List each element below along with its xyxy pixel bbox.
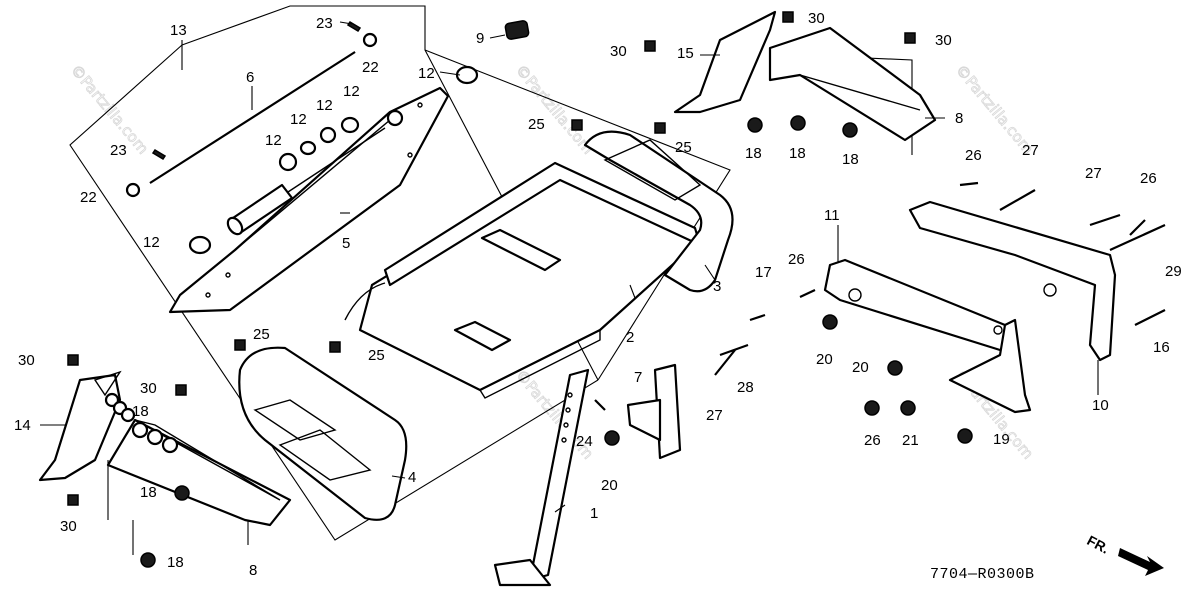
callout-label: 18 <box>842 151 859 168</box>
part-8-bottom-bracket <box>106 418 292 527</box>
nuts-18-top <box>747 115 858 138</box>
part-1-stand <box>493 368 590 587</box>
callout-label: 25 <box>675 139 692 156</box>
part-11-frame <box>823 200 1117 414</box>
callout-label: 17 <box>755 264 772 281</box>
callout-label: 30 <box>610 43 627 60</box>
callout-label: 2 <box>626 329 634 346</box>
callout-label: 1 <box>590 505 598 522</box>
gas-strut <box>226 127 386 236</box>
callout-label: 26 <box>788 251 805 268</box>
callout-label: 19 <box>993 431 1010 448</box>
washer-22 <box>125 182 141 198</box>
callout-label: 8 <box>955 110 963 127</box>
callout-label: 30 <box>60 518 77 535</box>
callout-label: 20 <box>601 477 618 494</box>
part-14-bracket <box>38 370 122 482</box>
callout-label: 12 <box>316 97 333 114</box>
bottom-hardware <box>67 354 190 568</box>
callout-label: 12 <box>290 111 307 128</box>
callout-label: 30 <box>18 352 35 369</box>
callout-label: 20 <box>852 359 869 376</box>
pin-23 <box>151 148 167 161</box>
callout-label: 9 <box>476 30 484 47</box>
part-4-side-panel <box>238 346 408 521</box>
callout-label: 13 <box>170 22 187 39</box>
callout-label: 6 <box>246 69 254 86</box>
part-3-side-frame <box>583 130 734 293</box>
nut-20 <box>604 430 620 446</box>
callout-label: 25 <box>368 347 385 364</box>
callout-label: 12 <box>143 234 160 251</box>
callout-label: 25 <box>528 116 545 133</box>
callout-label: 27 <box>1085 165 1102 182</box>
bolt-27 <box>714 349 736 376</box>
callout-label: 23 <box>316 15 333 32</box>
callout-labels: 13 23 22 6 12 12 12 12 12 23 22 12 5 9 2… <box>14 10 1182 579</box>
callout-label: 22 <box>362 59 379 76</box>
callout-label: 20 <box>816 351 833 368</box>
callout-label: 12 <box>418 65 435 82</box>
washer-22 <box>362 32 378 48</box>
part-9-cap <box>504 20 530 40</box>
bolts-30-top <box>644 11 916 52</box>
assembly-13-outline <box>69 44 599 541</box>
callout-label: 8 <box>249 562 257 579</box>
callout-label: 11 <box>824 207 840 224</box>
front-arrow-icon <box>1118 548 1164 576</box>
assembly-2-outline <box>424 49 731 381</box>
callout-label: 12 <box>343 83 360 100</box>
bushings-12 <box>188 65 479 255</box>
assembly-13-outline-top <box>181 5 599 381</box>
callout-label: 25 <box>253 326 270 343</box>
callout-label: 26 <box>965 147 982 164</box>
callout-label: 3 <box>713 278 721 295</box>
frame-bolts <box>749 181 1166 444</box>
diagram-code: 7704—R0300B <box>930 566 1035 583</box>
callout-label: 5 <box>342 235 350 252</box>
callout-label: 4 <box>408 469 416 486</box>
pin-24 <box>594 399 606 411</box>
callout-label: 18 <box>167 554 184 571</box>
part-15-bracket <box>673 10 777 114</box>
part-7-clip <box>626 363 682 460</box>
callout-label: 27 <box>706 407 723 424</box>
callout-label: 26 <box>864 432 881 449</box>
callout-label: 10 <box>1092 397 1109 414</box>
callout-label: 12 <box>265 132 282 149</box>
callout-label: 28 <box>737 379 754 396</box>
callout-leaders <box>40 21 1099 513</box>
bolts-25 <box>234 119 666 353</box>
watermark: ©Partzilla.com <box>512 61 597 158</box>
callout-label: 27 <box>1022 142 1039 159</box>
callout-label: 18 <box>140 484 157 501</box>
callout-label: 18 <box>789 145 806 162</box>
callout-label: 26 <box>1140 170 1157 187</box>
callout-label: 15 <box>677 45 694 62</box>
callout-label: 23 <box>110 142 127 159</box>
callout-label: 29 <box>1165 263 1182 280</box>
callout-label: 30 <box>808 10 825 27</box>
callout-label: 21 <box>902 432 919 449</box>
callout-label: 18 <box>132 403 149 420</box>
bolt-28 <box>719 343 749 357</box>
callout-label: 16 <box>1153 339 1170 356</box>
callout-label: 22 <box>80 189 97 206</box>
callout-label: 30 <box>140 380 157 397</box>
callout-label: 24 <box>576 433 593 450</box>
part-8-top-bracket <box>768 26 937 142</box>
part-2-main-cover <box>344 161 702 399</box>
callout-label: 30 <box>935 32 952 49</box>
callout-label: 14 <box>14 417 31 434</box>
callout-label: 7 <box>634 369 642 386</box>
callout-label: 18 <box>745 145 762 162</box>
